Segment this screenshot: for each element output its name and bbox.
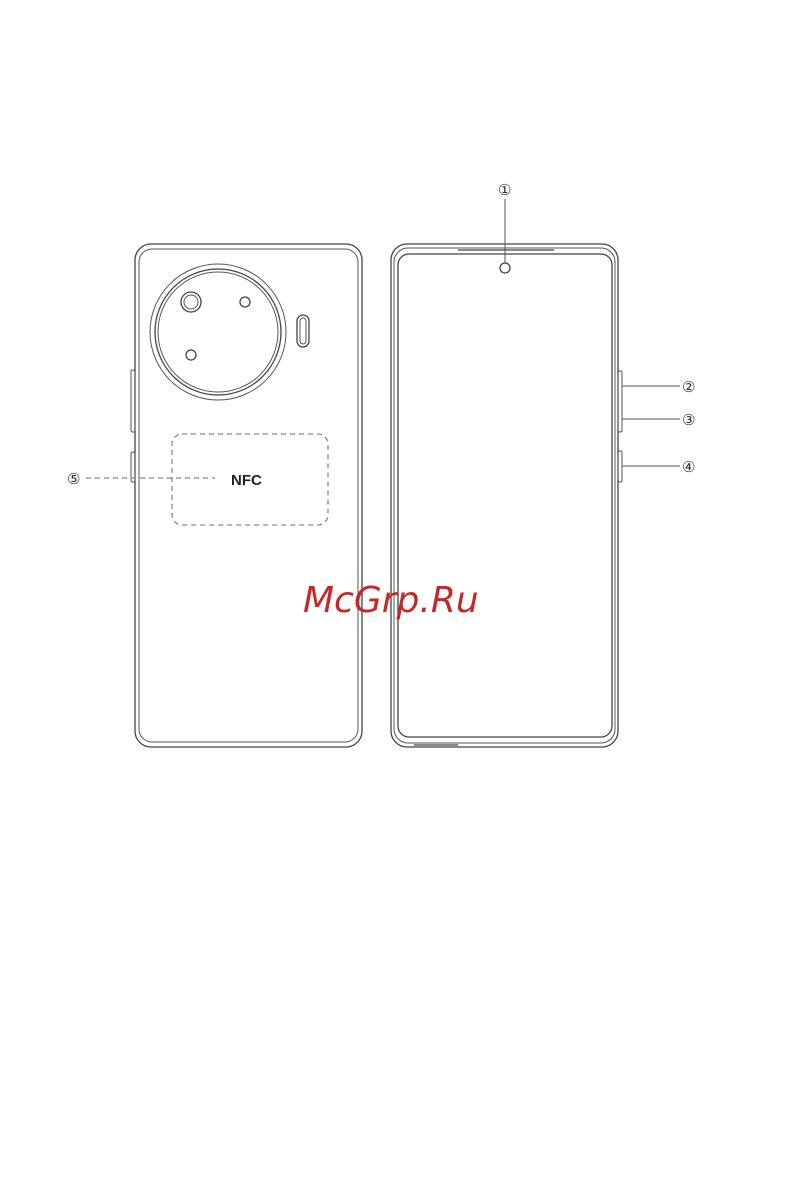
callout-1-number: ①	[498, 181, 511, 199]
callout-3-number: ③	[682, 411, 695, 429]
main-camera-lens-inner-icon	[184, 295, 198, 309]
front-screen	[398, 254, 612, 737]
callout-5: ⑤	[67, 470, 215, 488]
watermark: McGrp.Ru	[303, 580, 479, 621]
camera-ring-middle	[155, 269, 281, 395]
callout-3: ③	[622, 411, 695, 429]
camera-ring-inner	[158, 272, 278, 392]
flash-icon	[297, 315, 309, 347]
phone-front-view	[391, 244, 622, 747]
camera-module	[150, 264, 309, 400]
flash-inner-icon	[300, 318, 306, 344]
callout-4-number: ④	[682, 458, 695, 476]
camera-ring-outer	[150, 264, 286, 400]
secondary-camera-lens-icon	[240, 297, 250, 307]
front-bezel	[394, 248, 615, 743]
back-outer-body	[135, 244, 362, 747]
nfc-label: NFC	[231, 472, 262, 489]
callout-2-number: ②	[682, 378, 695, 396]
callout-2: ②	[622, 378, 695, 396]
tertiary-camera-lens-icon	[186, 350, 196, 360]
phone-back-view: NFC	[131, 244, 362, 747]
front-camera-icon	[500, 263, 510, 273]
front-outer-body	[391, 244, 618, 747]
callout-5-number: ⑤	[67, 470, 80, 488]
callout-1: ①	[498, 181, 511, 263]
callout-4: ④	[622, 458, 695, 476]
